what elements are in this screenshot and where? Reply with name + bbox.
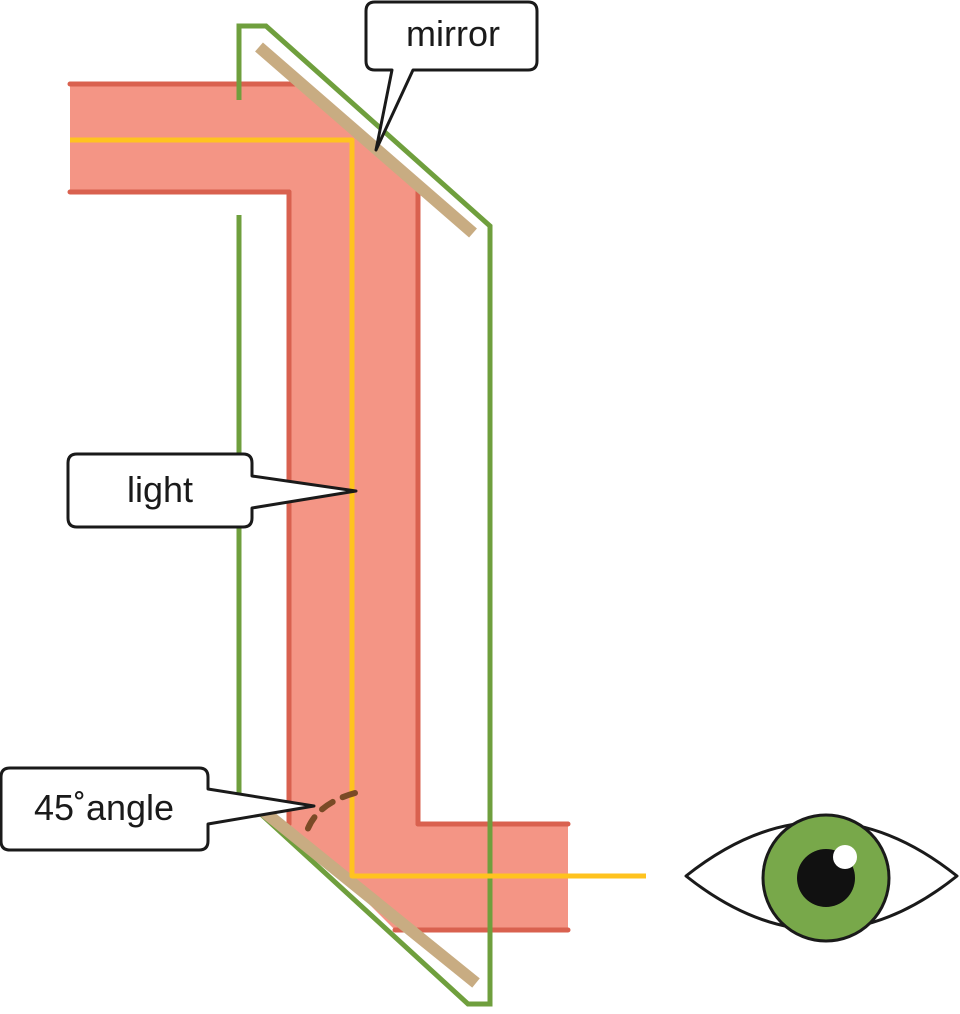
eye-icon — [684, 813, 959, 943]
light-label: light — [127, 469, 193, 510]
periscope-outline-right — [236, 23, 493, 1007]
light-callout-bubble — [66, 452, 358, 529]
mirror-callout: mirror — [364, 0, 539, 152]
top-mirror — [255, 42, 477, 238]
eye-highlight — [833, 845, 857, 869]
angle-marker — [302, 790, 358, 841]
bottom-mirror — [258, 805, 480, 988]
light-ray — [70, 137, 646, 879]
angle-callout-bubble — [0, 766, 316, 852]
angle-label: 45˚angle — [34, 787, 174, 828]
light-callout: light — [66, 452, 358, 529]
mirror-callout-bubble — [364, 0, 539, 152]
mirror-label: mirror — [406, 13, 500, 54]
mirrors — [255, 42, 480, 988]
angle-callout: 45˚angle — [0, 766, 316, 852]
